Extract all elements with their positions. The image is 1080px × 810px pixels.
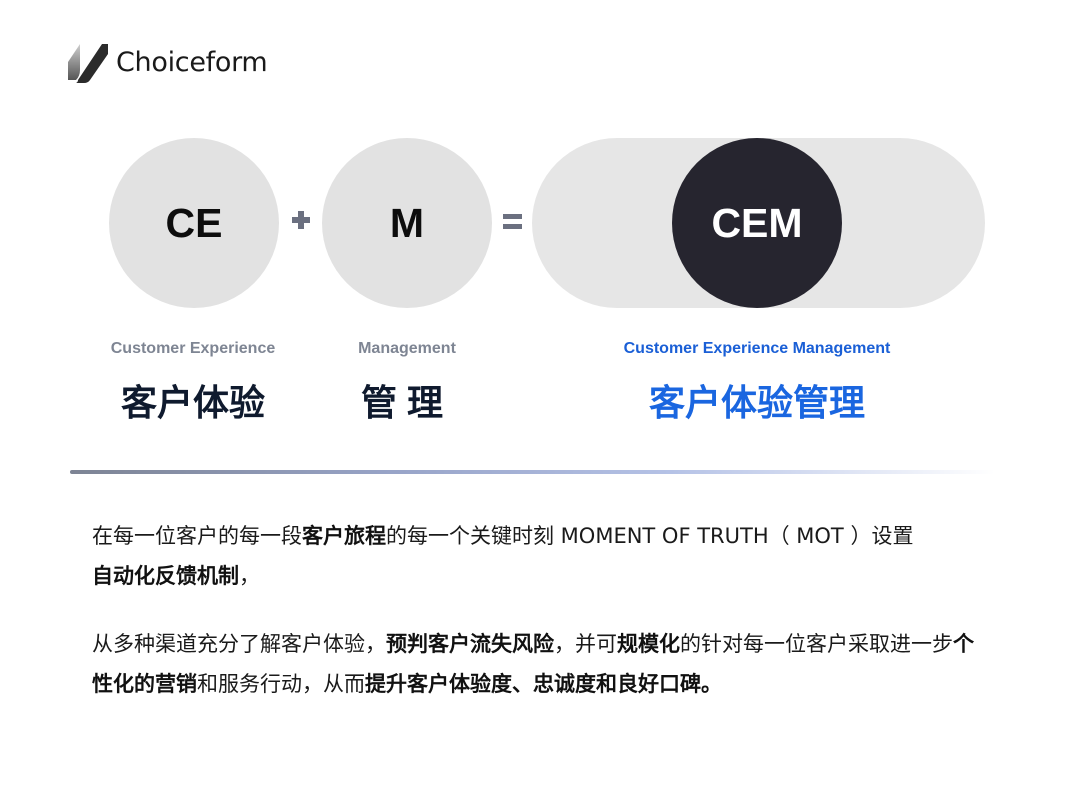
p2-seg: 从多种渠道充分了解客户体验，: [92, 632, 386, 656]
choiceform-check-mark-icon: [68, 44, 108, 83]
ce-english-label: Customer Experience: [110, 340, 276, 357]
p2-seg: ，并可: [554, 632, 617, 656]
cem-circle: CEM: [672, 138, 842, 308]
p2-seg: 的针对每一位客户采取进一步: [680, 632, 953, 656]
p1-seg: ，: [239, 564, 260, 588]
ce-abbr: CE: [165, 199, 223, 246]
ce-circle: CE: [109, 138, 279, 308]
equals-operator-icon: [503, 214, 522, 230]
m-chinese-label: 管理: [360, 383, 453, 424]
description-paragraph-2: 从多种渠道充分了解客户体验，预判客户流失风险，并可规模化的针对每一位客户采取进一…: [92, 624, 992, 704]
m-english-label: Management: [358, 340, 456, 357]
p2-seg-bold: 预判客户流失风险: [386, 632, 554, 656]
brand-logo: Choiceform: [66, 40, 268, 84]
p2-seg: 和服务行动，从而: [197, 672, 365, 696]
cem-abbr: CEM: [711, 199, 803, 246]
plus-operator-icon: [292, 211, 310, 229]
p2-seg-bold: 提升客户体验度、忠诚度和良好口碑。: [365, 672, 722, 696]
m-circle: M: [322, 138, 492, 308]
description-paragraph-1: 在每一位客户的每一段客户旅程的每一个关键时刻 MOMENT OF TRUTH（ …: [92, 516, 992, 596]
section-divider: [70, 470, 995, 474]
cem-chinese-label: 客户体验管理: [648, 383, 865, 424]
cem-english-label: Customer Experience Management: [623, 340, 891, 357]
p1-seg-bold: 客户旅程: [302, 524, 386, 548]
brand-name: Choiceform: [116, 46, 268, 78]
p2-seg-bold: 规模化: [617, 632, 680, 656]
p1-seg-bold: 自动化反馈机制: [92, 564, 239, 588]
p2-seg-bold: 个性化的营销: [92, 632, 974, 696]
p1-seg: 在每一位客户的每一段: [92, 524, 302, 548]
ce-chinese-label: 客户体验: [120, 383, 265, 424]
m-abbr: M: [389, 199, 425, 246]
p1-seg: 的每一个关键时刻 MOMENT OF TRUTH（ MOT ）设置: [386, 524, 914, 548]
